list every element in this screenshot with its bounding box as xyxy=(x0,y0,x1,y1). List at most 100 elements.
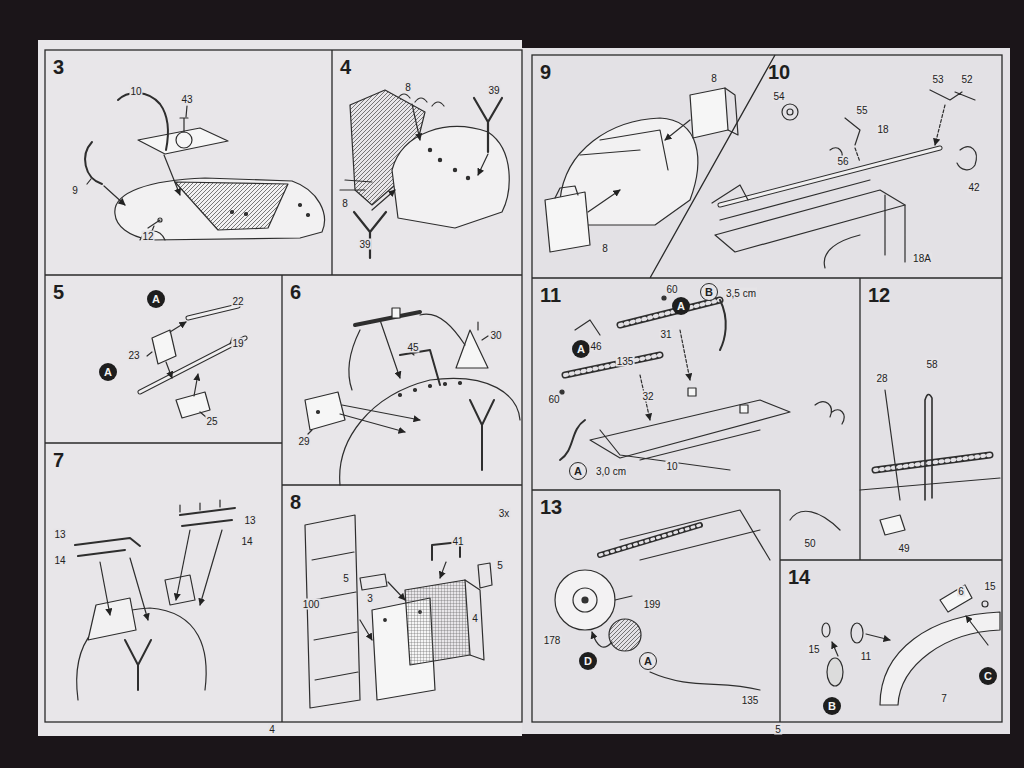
step12-spring-mount xyxy=(790,511,840,530)
step9-luggage-boxes xyxy=(555,186,578,198)
step11-springs-frame xyxy=(590,400,790,458)
part-number: 18A xyxy=(912,253,932,264)
step11-springs-frame xyxy=(740,405,748,413)
part-number: 5 xyxy=(342,573,350,584)
part-number: 29 xyxy=(297,436,310,447)
part-number: 178 xyxy=(543,635,562,646)
part-number: 3 xyxy=(366,593,374,604)
paper-pages xyxy=(38,40,1010,736)
step6-body-side xyxy=(355,312,420,325)
step9-luggage-boxes xyxy=(690,88,728,138)
step6-body-side xyxy=(349,314,465,390)
part-number: 6 xyxy=(957,586,965,597)
step-panel: 14BC xyxy=(780,560,1002,722)
step7-body-front xyxy=(125,640,151,690)
step4-seat-back xyxy=(412,104,420,140)
callout-circle: A xyxy=(639,652,657,670)
step8-box xyxy=(312,552,358,680)
step4-seat-back xyxy=(372,190,395,210)
step9-luggage-boxes xyxy=(588,190,620,212)
step13-wheel xyxy=(615,596,632,600)
step4-seat-back xyxy=(453,168,456,171)
callout-circle: B xyxy=(700,283,718,301)
part-number: 39 xyxy=(487,85,500,96)
step8-box xyxy=(388,582,405,600)
step4-seat-back xyxy=(474,98,502,152)
step11-springs-frame xyxy=(600,430,760,470)
step-text: A xyxy=(152,294,160,305)
step3-sidecar-body xyxy=(138,128,228,154)
step3-sidecar-body xyxy=(85,142,102,184)
callout-circle: B xyxy=(823,697,841,715)
step-text: A xyxy=(677,301,685,312)
step5-rods xyxy=(152,330,176,364)
step-text: 7 xyxy=(53,449,64,471)
step10-chassis xyxy=(787,109,793,115)
part-number: 52 xyxy=(960,74,973,85)
step-panel: 7 xyxy=(45,443,282,722)
step3-sidecar-body xyxy=(180,118,188,132)
step11-springs-frame xyxy=(688,388,696,396)
part-number: 13 xyxy=(53,529,66,540)
step6-body-side xyxy=(456,330,488,368)
step3-sidecar-body xyxy=(299,204,302,207)
part-number: 8 xyxy=(341,198,349,209)
part-number: 32 xyxy=(641,391,654,402)
step8-box xyxy=(405,580,470,665)
part-number: 39 xyxy=(358,239,371,250)
step7-body-front xyxy=(88,598,136,640)
step10-chassis xyxy=(935,105,945,145)
step8-box xyxy=(384,619,387,622)
step14-fender-lamp xyxy=(851,623,863,643)
step6-body-side xyxy=(414,389,417,392)
panel-frames xyxy=(532,55,1002,722)
step-panel: 12 xyxy=(860,278,1002,560)
step4-seat-back xyxy=(340,90,509,258)
step3-sidecar-body xyxy=(175,182,288,230)
step3-sidecar-body xyxy=(245,213,248,216)
part-number: 3,0 cm xyxy=(595,466,627,477)
step11-springs-frame xyxy=(565,300,720,375)
step11-springs-frame xyxy=(815,402,844,424)
part-number: 31 xyxy=(659,329,672,340)
part-number: 19 xyxy=(231,338,244,349)
part-number: 28 xyxy=(875,373,888,384)
step6-body-side xyxy=(308,336,488,434)
step8-box xyxy=(465,580,484,660)
step14-fender-lamp xyxy=(832,642,838,656)
step12-spring-mount xyxy=(860,478,1000,490)
step-text: A xyxy=(104,367,112,378)
step10-chassis xyxy=(957,147,976,170)
part-number: 45 xyxy=(406,342,419,353)
step-text: C xyxy=(984,671,992,682)
step3-sidecar-body xyxy=(87,106,187,231)
step9-luggage-boxes xyxy=(580,130,668,170)
part-number: 25 xyxy=(205,416,218,427)
step13-wheel xyxy=(582,597,588,603)
step7-body-front xyxy=(100,562,110,615)
part-number: 5 xyxy=(496,560,504,571)
step-panel: 10 xyxy=(760,55,1002,278)
panel-frames xyxy=(45,50,522,722)
step9-luggage-boxes xyxy=(665,120,690,140)
step4-seat-back xyxy=(392,127,509,228)
page-number: 5 xyxy=(774,724,782,735)
step14-fender-lamp xyxy=(940,585,972,612)
step11-springs-frame xyxy=(720,300,726,350)
step6-body-side xyxy=(305,392,345,430)
part-number: 12 xyxy=(141,231,154,242)
part-number: 46 xyxy=(589,341,602,352)
part-number: 4 xyxy=(471,613,479,624)
step-text: 9 xyxy=(540,61,551,83)
step4-seat-back xyxy=(466,176,469,179)
step-panel: 5AA xyxy=(45,275,282,443)
step7-body-front xyxy=(180,508,235,526)
callout-circle: A xyxy=(672,297,690,315)
step6-body-side xyxy=(459,382,462,385)
part-number: 10 xyxy=(129,86,142,97)
part-number: 9 xyxy=(71,185,79,196)
step11-springs-frame xyxy=(560,390,564,394)
step6-body-side xyxy=(392,308,400,318)
step-text: 13 xyxy=(540,496,562,518)
part-number: 30 xyxy=(489,330,502,341)
